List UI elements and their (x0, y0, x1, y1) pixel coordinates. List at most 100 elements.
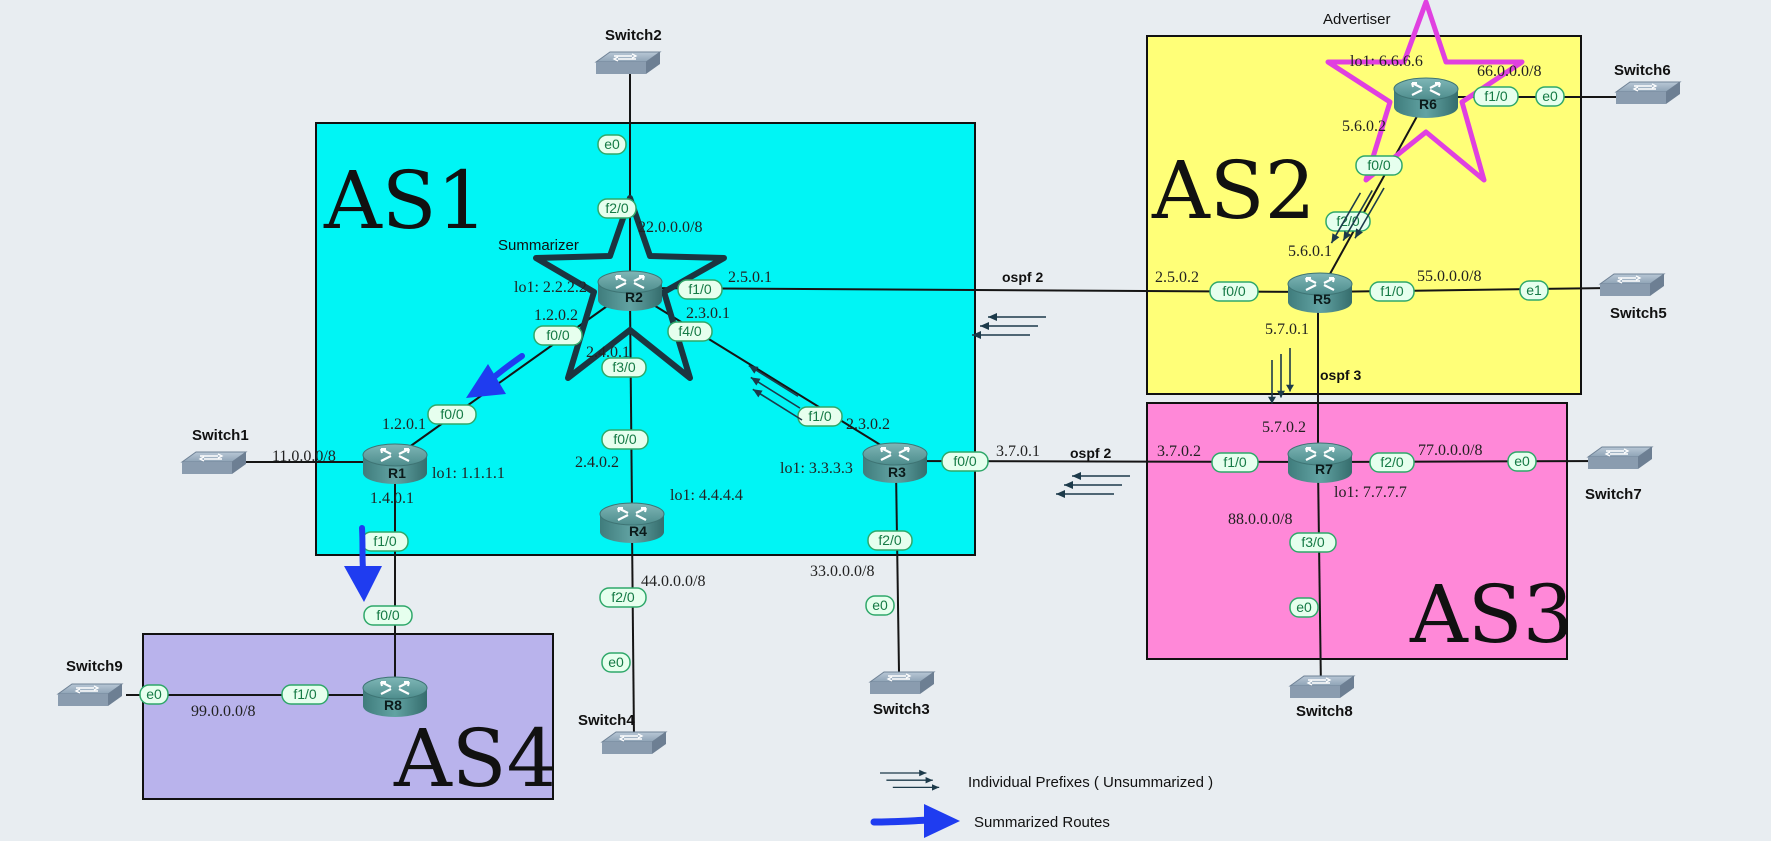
if-r2-f2: f2/0 (597, 198, 637, 219)
switch2[interactable] (595, 51, 661, 75)
switch7[interactable] (1587, 446, 1653, 470)
if-r1-f0: f0/0 (427, 404, 477, 425)
if-r3-f2: f2/0 (867, 530, 913, 551)
svg-text:f0/0: f0/0 (1222, 283, 1246, 299)
addr-r1-14: 1.4.0.1 (370, 490, 414, 507)
router-r4-label: R4 (629, 523, 647, 539)
switch8[interactable] (1289, 675, 1355, 699)
link-r7-sw8 (1317, 467, 1322, 691)
addr-r1-net11: 11.0.0.0/8 (272, 448, 336, 465)
if-sw8-e0: e0 (1289, 597, 1319, 618)
switch5-label: Switch5 (1610, 305, 1667, 322)
svg-text:f2/0: f2/0 (605, 200, 629, 216)
if-r2-f4: f4/0 (667, 321, 713, 342)
addr-r7-net88: 88.0.0.0/8 (1228, 511, 1292, 528)
ospf-label-r2-r5: ospf 2 (1002, 269, 1043, 285)
link-r6-r5 (1319, 99, 1427, 293)
summarized-arrow-r1-to-r8 (344, 525, 382, 602)
svg-text:f0/0: f0/0 (953, 453, 977, 469)
switch1[interactable] (181, 451, 247, 475)
interface-badges: e0 f2/0 f1/0 f0/0 f4/0 f3/0 f0/0 f1/0 f0… (139, 86, 1565, 705)
links (126, 70, 1616, 739)
if-r4-f2: f2/0 (599, 587, 647, 608)
svg-text:f2/0: f2/0 (878, 532, 902, 548)
if-r8-f1: f1/0 (281, 684, 329, 705)
if-r1-f1: f1/0 (361, 531, 409, 552)
addr-r8-net99: 99.0.0.0/8 (191, 703, 255, 720)
router-r1[interactable]: R1 (361, 442, 429, 486)
svg-text:f0/0: f0/0 (546, 327, 570, 343)
svg-text:f2/0: f2/0 (1380, 454, 1404, 470)
router-r8[interactable]: R8 (361, 675, 429, 719)
svg-text:f3/0: f3/0 (612, 359, 636, 375)
svg-text:e0: e0 (1296, 599, 1312, 615)
legend-unsummarized-icon (879, 769, 940, 792)
router-r5[interactable]: R5 (1286, 271, 1354, 315)
summarizer-label: Summarizer (498, 237, 579, 254)
router-r6[interactable]: R6 (1392, 76, 1460, 120)
if-sw5-e1: e1 (1519, 280, 1549, 301)
as1-label: AS1 (323, 154, 487, 247)
if-r6-f1: f1/0 (1473, 86, 1519, 107)
as3-area (1146, 402, 1568, 660)
svg-text:f0/0: f0/0 (376, 607, 400, 623)
router-r3[interactable]: R3 (861, 441, 929, 485)
router-r7-label: R7 (1315, 461, 1333, 477)
addr-r2-12: 1.2.0.2 (534, 307, 578, 324)
addr-r5-57: 5.7.0.1 (1265, 321, 1309, 338)
addr-r6-net66: 66.0.0.0/8 (1477, 63, 1541, 80)
if-r5-f2: f2/0 (1325, 211, 1371, 232)
if-r6-f0: f0/0 (1355, 155, 1403, 176)
addr-r3-net33: 33.0.0.0/8 (810, 563, 874, 580)
switch5[interactable] (1599, 273, 1665, 297)
switch4[interactable] (601, 731, 667, 755)
link-r3-sw3 (895, 469, 900, 673)
if-sw2-e0: e0 (597, 134, 627, 155)
if-r7-f2: f2/0 (1369, 452, 1415, 473)
addr-r2-24: 2.4.0.1 (586, 344, 630, 361)
if-sw4-e0: e0 (601, 652, 631, 673)
svg-text:e0: e0 (604, 136, 620, 152)
svg-text:f0/0: f0/0 (613, 431, 637, 447)
link-r2-r4 (629, 299, 633, 511)
svg-text:f0/0: f0/0 (1367, 157, 1391, 173)
router-r6-label: R6 (1419, 96, 1437, 112)
link-r4-sw4 (631, 529, 635, 739)
router-r4[interactable]: R4 (598, 501, 666, 545)
as3-label: AS3 (1409, 568, 1573, 661)
addr-r5-net55: 55.0.0.0/8 (1417, 268, 1481, 285)
if-sw9-e0: e0 (139, 684, 169, 705)
addr-r6-lo: lo1: 6.6.6.6 (1350, 53, 1423, 70)
ospf-label-r3-r7: ospf 2 (1070, 445, 1111, 461)
router-r8-label: R8 (384, 697, 402, 713)
legend: Individual Prefixes ( Unsummarized ) Sum… (870, 769, 1213, 838)
unsummarized-arrows-r7-to-r3 (1055, 471, 1131, 499)
addr-r7-net77: 77.0.0.0/8 (1418, 442, 1482, 459)
router-r2[interactable]: R2 (596, 269, 664, 313)
svg-text:f1/0: f1/0 (293, 686, 317, 702)
switch3[interactable] (869, 671, 935, 695)
svg-text:e0: e0 (146, 686, 162, 702)
router-r7[interactable]: R7 (1286, 441, 1354, 485)
router-r2-label: R2 (625, 289, 643, 305)
if-r5-f1: f1/0 (1369, 281, 1415, 302)
if-r2-f3: f3/0 (601, 357, 647, 378)
link-r5-sw5 (1319, 287, 1611, 293)
legend-summarized-icon (870, 804, 960, 838)
unsummarized-arrows-r5-to-r2 (971, 312, 1047, 340)
addr-r2-net22: 22.0.0.0/8 (638, 219, 702, 236)
svg-text:f4/0: f4/0 (678, 323, 702, 339)
switch9[interactable] (57, 683, 123, 707)
switch6[interactable] (1615, 81, 1681, 105)
svg-text:f2/0: f2/0 (611, 589, 635, 605)
if-r2-f0: f0/0 (533, 325, 583, 346)
if-r5-f0: f0/0 (1209, 281, 1259, 302)
addr-r7-37: 3.7.0.2 (1157, 443, 1201, 460)
addr-r7-lo: lo1: 7.7.7.7 (1334, 484, 1407, 501)
if-r7-f1: f1/0 (1211, 452, 1259, 473)
switch8-label: Switch8 (1296, 703, 1353, 720)
svg-text:f1/0: f1/0 (373, 533, 397, 549)
ospf-label-r5-r7: ospf 3 (1320, 367, 1361, 383)
summarized-arrow-r2-to-r1 (466, 353, 525, 398)
svg-text:e1: e1 (1526, 282, 1542, 298)
